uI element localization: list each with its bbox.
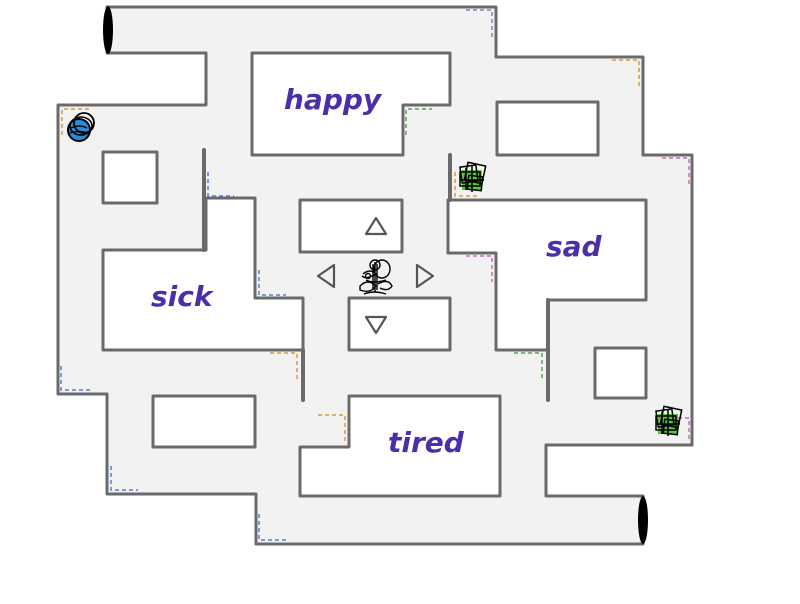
wall-block [495,100,600,157]
room-happy [250,51,452,157]
down-arrow-button[interactable] [363,314,389,336]
down-box [347,296,452,352]
room-tired [298,394,502,498]
right-arrow-button[interactable] [414,262,436,290]
player-ball-icon[interactable] [64,108,100,148]
up-arrow-button[interactable] [363,215,389,237]
enemy-green-block-icon[interactable] [456,160,490,196]
wall-block [151,394,257,449]
left-arrow-button[interactable] [315,262,337,290]
wall-block [101,150,159,205]
enemy-green-block-icon[interactable] [652,404,686,440]
room-label-tired: tired [388,426,464,459]
down-arrow-icon [364,315,388,335]
room-label-happy: happy [284,83,382,116]
left-arrow-icon [316,263,336,289]
wall-block [593,346,648,400]
tunnel-left-icon[interactable] [103,6,113,54]
right-arrow-icon [415,263,435,289]
up-arrow-icon [364,216,388,236]
room-label-sick: sick [151,280,213,313]
room-label-sad: sad [546,230,602,263]
up-box [298,198,404,254]
corner-markers [60,9,690,541]
scribble-character-icon[interactable] [356,256,396,298]
tunnel-right-icon[interactable] [638,496,648,544]
